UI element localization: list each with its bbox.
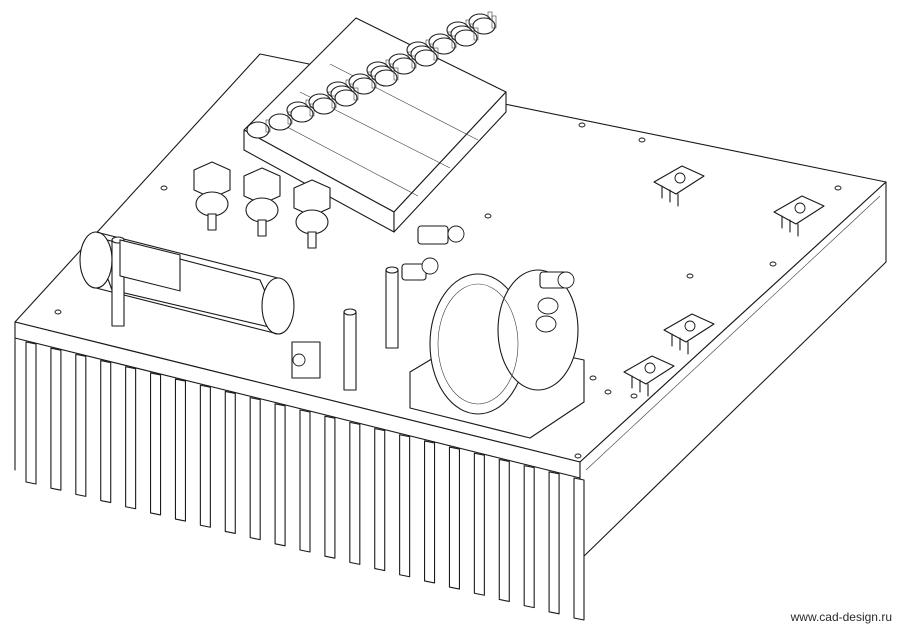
fin	[523, 465, 535, 609]
fin	[75, 353, 87, 497]
diode	[268, 113, 292, 131]
watermark: www.cad-design.ru	[790, 610, 892, 624]
fin	[498, 458, 510, 603]
diode	[472, 17, 496, 35]
diode	[290, 105, 314, 123]
fin	[125, 366, 137, 510]
fin	[249, 397, 261, 541]
fin	[399, 434, 411, 578]
transistor-packages	[623, 165, 825, 397]
fin	[274, 403, 286, 547]
stud-body	[245, 197, 279, 223]
diode-array	[246, 11, 497, 139]
stud-diodes	[193, 161, 331, 249]
fin	[349, 421, 361, 565]
fin	[174, 378, 187, 522]
fin	[50, 347, 62, 491]
fin	[548, 471, 560, 615]
heatsink-fins	[25, 341, 585, 621]
fin	[100, 359, 112, 504]
fin	[374, 427, 386, 572]
fin	[423, 440, 436, 584]
fin	[25, 341, 37, 485]
stud-body	[295, 209, 329, 235]
fin	[324, 415, 336, 559]
diode	[454, 29, 478, 47]
terminal-lugs	[401, 225, 575, 289]
diode	[432, 37, 456, 55]
diode	[312, 97, 336, 115]
diode	[334, 89, 358, 107]
stud-nut	[193, 161, 231, 199]
diode-bridge-block	[243, 17, 507, 233]
fin	[224, 390, 236, 535]
fin	[149, 372, 162, 516]
fin	[573, 477, 585, 621]
toroidal-coil	[409, 269, 585, 439]
wirewound-resistor	[79, 231, 295, 335]
stud-nut	[243, 167, 281, 205]
diode	[392, 57, 416, 75]
stud-nut	[293, 179, 331, 217]
standoff-posts	[291, 266, 399, 391]
fin	[199, 384, 211, 528]
diode	[414, 49, 438, 67]
stud-body	[195, 191, 229, 217]
fin	[299, 409, 311, 553]
fin	[448, 446, 461, 590]
fin	[473, 452, 485, 596]
diode	[374, 69, 398, 87]
diode	[246, 121, 270, 139]
diode	[352, 77, 376, 95]
